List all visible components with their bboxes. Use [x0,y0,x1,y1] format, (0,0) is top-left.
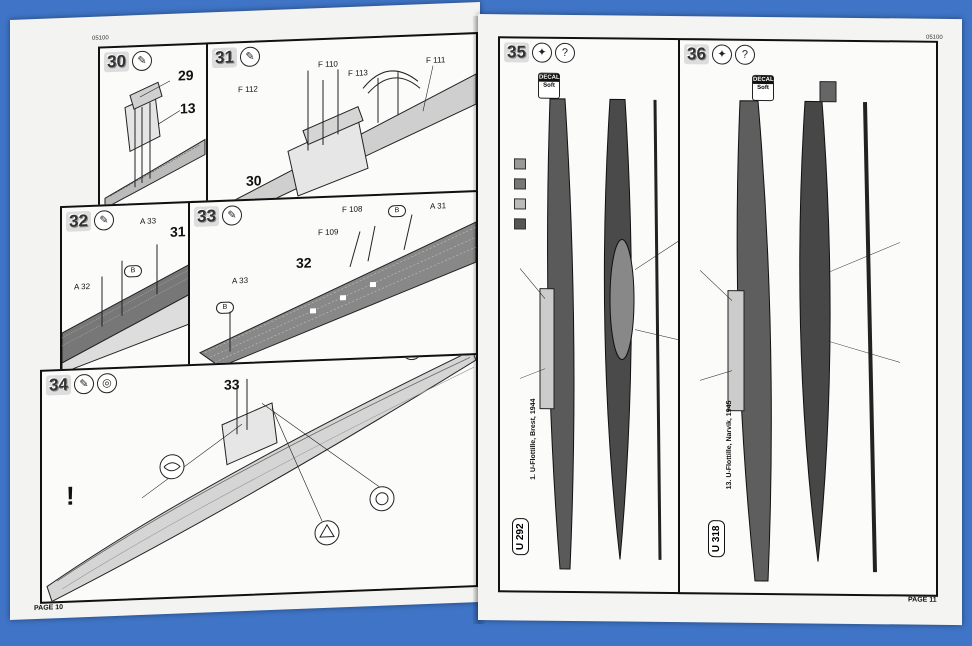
boat-id-label: U 318 [708,520,725,558]
step-36-panel: 36 ✦ ? DECAL Soft U 318 13. U-Flottille, [678,38,938,597]
page-code: 05100 [92,35,109,42]
step-31-panel: 31 ✎ F 112 F 110 F 113 F 111 30 [206,32,478,207]
step-33-drawing [199,214,476,368]
step-34-panel: 34 ✎ ◎ 33 ! ! [40,353,478,604]
left-page: 05100 30 ✎ 29 13 31 [10,1,480,621]
boat-id-label: U 292 [512,518,529,556]
step-30-panel: 30 ✎ 29 13 [98,42,212,211]
page-number: PAGE 11 [908,596,937,604]
u318-profile-drawing [699,81,901,582]
step-32-drawing [62,244,192,374]
page-number: PAGE 10 [34,603,64,613]
boat-caption: 13. U-Flottille, Narvik, 1945 [726,400,733,490]
step-34-drawing [46,355,476,602]
u292-profile-drawing [519,98,681,570]
step-35-panel: 35 ✦ ? DECAL Soft [498,36,722,595]
step-33-panel: 33 ✎ F 108 B A 31 F 109 A 33 B 32 [188,190,478,371]
boat-caption: 1. U-Flottille, Brest, 1944 [530,398,537,480]
step-31-drawing [227,65,476,205]
right-page: 05100 35 ✦ ? DECAL Soft [478,14,962,626]
step-30-drawing [104,80,206,209]
step-32-panel: 32 ✎ A 33 31 A 32 B [60,200,194,376]
